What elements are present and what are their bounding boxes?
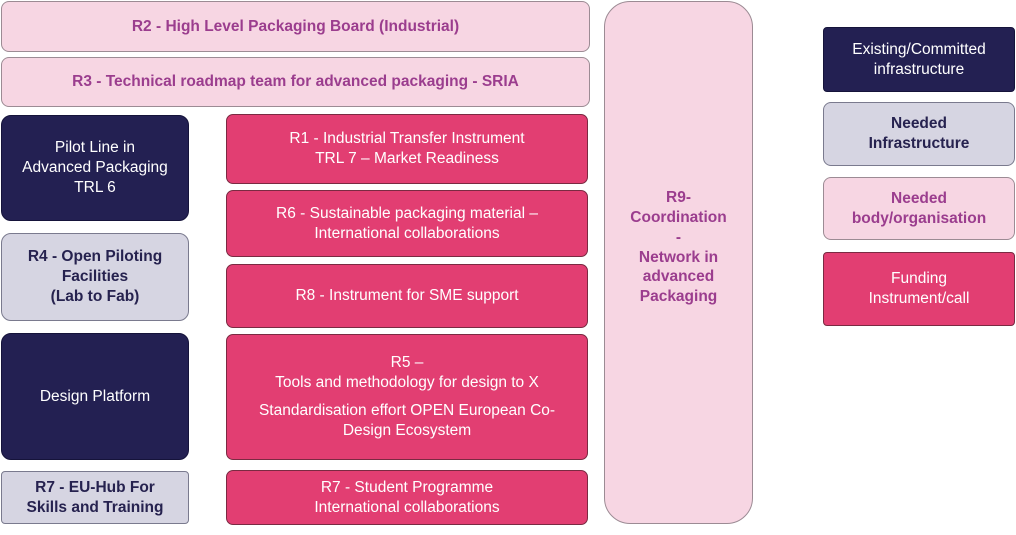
r6-label-1: R6 - Sustainable packaging material –	[276, 204, 538, 222]
r2-high-level-packaging-board: R2 - High Level Packaging Board (Industr…	[1, 1, 590, 52]
pilot-line-label-2: Advanced Packaging	[22, 159, 168, 177]
r5-label-1: R5 –	[390, 354, 424, 372]
r1-label-1: R1 - Industrial Transfer Instrument	[289, 130, 525, 148]
pilot-line-label-3: TRL 6	[74, 178, 116, 196]
legend-needed-infrastructure: Needed Infrastructure	[823, 102, 1015, 166]
r5-label-3: Standardisation effort OPEN European Co-	[258, 402, 556, 419]
r5-tools-methodology-box: R5 – Tools and methodology for design to…	[226, 334, 588, 460]
r7-hub-label-1: R7 - EU-Hub For	[35, 478, 155, 496]
r9-label-6: Packaging	[639, 288, 718, 306]
legend-funding-instrument: Funding Instrument/call	[823, 252, 1015, 326]
design-platform-box: Design Platform	[1, 333, 189, 460]
r3-label: R3 - Technical roadmap team for advanced…	[72, 73, 519, 91]
legend-needed-infra-label-1: Needed	[891, 115, 947, 133]
legend-needed-body-organisation: Needed body/organisation	[823, 177, 1015, 240]
r9-label-2: Coordination	[630, 208, 727, 226]
r9-label-5: advanced	[642, 268, 715, 286]
r8-sme-support-box: R8 - Instrument for SME support	[226, 264, 588, 328]
pilot-line-label-1: Pilot Line in	[54, 139, 136, 157]
r2-label: R2 - High Level Packaging Board (Industr…	[131, 17, 460, 35]
r5-label-4: Design Ecosystem	[342, 421, 472, 439]
r9-label-3: -	[675, 228, 682, 246]
r7-student-label-2: International collaborations	[314, 498, 500, 516]
legend-needed-body-label-1: Needed	[891, 189, 947, 207]
legend-needed-body-label-2: body/organisation	[851, 209, 987, 227]
r3-technical-roadmap-team: R3 - Technical roadmap team for advanced…	[1, 57, 590, 107]
r6-sustainable-packaging-box: R6 - Sustainable packaging material – In…	[226, 190, 588, 257]
r1-industrial-transfer-box: R1 - Industrial Transfer Instrument TRL …	[226, 114, 588, 184]
r7-hub-label-2: Skills and Training	[26, 498, 164, 516]
legend-funding-label-1: Funding	[890, 270, 947, 288]
r9-label-4: Network in	[638, 248, 719, 266]
r9-coordination-network-box: R9- Coordination - Network in advanced P…	[604, 1, 753, 524]
r6-label-2: International collaborations	[314, 224, 500, 242]
pilot-line-box: Pilot Line in Advanced Packaging TRL 6	[1, 115, 189, 221]
legend-funding-label-2: Instrument/call	[868, 290, 970, 307]
r1-label-2: TRL 7 – Market Readiness	[315, 150, 499, 167]
r8-label: R8 - Instrument for SME support	[295, 287, 519, 305]
legend-existing-label-2: infrastructure	[873, 60, 965, 78]
r7-student-label-1: R7 - Student Programme	[320, 478, 494, 496]
r4-open-piloting-box: R4 - Open Piloting Facilities (Lab to Fa…	[1, 233, 189, 321]
legend-needed-infra-label-2: Infrastructure	[868, 135, 970, 152]
legend-existing-infrastructure: Existing/Committed infrastructure	[823, 27, 1015, 92]
r4-label-3: (Lab to Fab)	[50, 287, 140, 305]
r5-label-2: Tools and methodology for design to X	[275, 374, 539, 392]
r7-eu-hub-box: R7 - EU-Hub For Skills and Training	[1, 471, 189, 524]
design-platform-label: Design Platform	[39, 387, 151, 405]
r4-label-2: Facilities	[61, 268, 129, 286]
r9-label-1: R9-	[666, 189, 691, 207]
r7-student-programme-box: R7 - Student Programme International col…	[226, 470, 588, 525]
legend-existing-label-1: Existing/Committed	[852, 40, 986, 58]
r4-label-1: R4 - Open Piloting	[27, 248, 163, 266]
